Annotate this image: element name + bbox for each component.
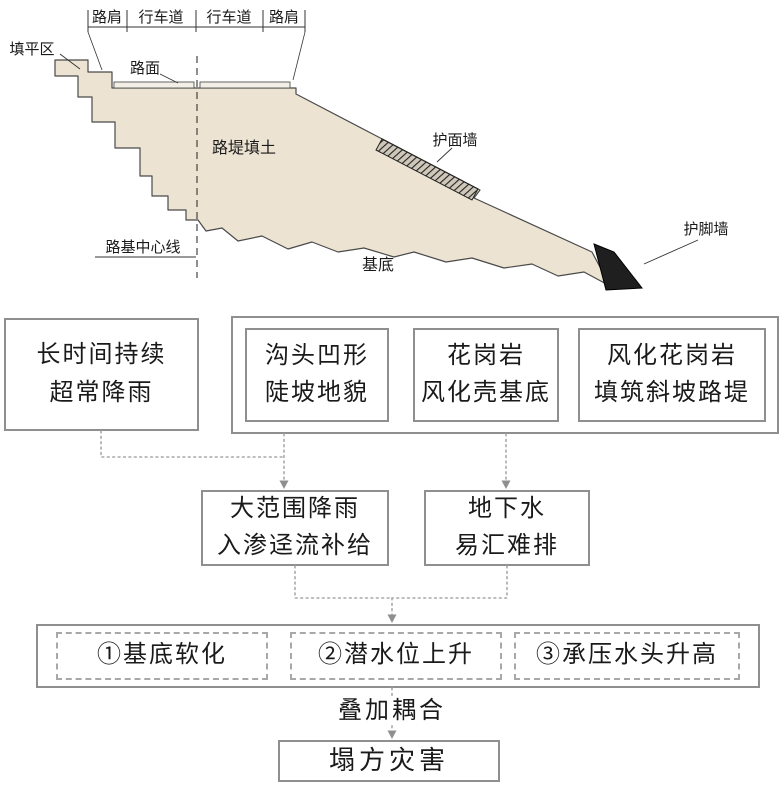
- embankment-fill-shape: [54, 59, 611, 287]
- box-granite-crust-base-line2: 风化壳基底: [421, 380, 551, 406]
- pavement-slab-right: [199, 81, 291, 89]
- arrowhead-infiltration: [279, 480, 289, 489]
- box-groundwater-drainage: 地下水 易汇难排: [424, 490, 590, 566]
- pavement-slab-left: [113, 81, 195, 89]
- box-weathered-granite-embankment-line1: 风化花岗岩: [607, 342, 737, 369]
- dim-label-lane-right: 行车道: [206, 9, 251, 26]
- box-collapse-disaster: 塌方灾害: [278, 740, 500, 782]
- embankment-cross-section: 路肩 行车道 行车道 路肩 填平区 路面 路堤填土 护面墙 护脚墙 路基中心线 …: [9, 9, 729, 291]
- dimension-line: [87, 10, 306, 81]
- collapse-disaster-label: 塌方灾害: [328, 745, 449, 775]
- leader-lines: [59, 53, 699, 265]
- slope-face-wall-shape: [375, 138, 479, 201]
- box-weathered-granite-embankment: 风化花岗岩 填筑斜坡路堤: [578, 328, 766, 422]
- box-rainfall-cause-line2: 超常降雨: [49, 379, 154, 406]
- box-groundwater-drainage-line1: 地下水: [468, 495, 546, 522]
- box-granite-crust-base: 花岗岩 风化壳基底: [413, 328, 559, 422]
- label-fill-leveling-area: 填平区: [9, 41, 54, 58]
- box-rain-infiltration: 大范围降雨 入渗迳流补给: [201, 490, 389, 566]
- coupling-label: 叠加耦合: [322, 697, 462, 725]
- arrow-infiltration-merge: [294, 565, 393, 599]
- label-subgrade-centerline: 路基中心线: [105, 239, 180, 256]
- arrow-groundwater-merge: [391, 565, 508, 599]
- toe-wall-shape: [593, 243, 643, 291]
- label-toe-wall: 护脚墙: [683, 221, 728, 238]
- dim-label-lane-left: 行车道: [138, 9, 183, 26]
- box-groundwater-drainage-line2: 易汇难排: [455, 533, 559, 559]
- dim-label-shoulder-left: 路肩: [92, 9, 122, 26]
- box-rainfall-cause: 长时间持续 超常降雨: [4, 318, 199, 431]
- arrowhead-effects: [387, 614, 397, 623]
- box-effect-phreatic-rise: ②潜水位上升: [290, 632, 502, 680]
- arrowhead-result: [387, 730, 397, 739]
- label-embankment-fill: 路堤填土: [212, 139, 276, 157]
- box-gully-landform-line2: 陡坡地貌: [265, 380, 369, 406]
- box-effect-base-softening: ①基底软化: [56, 632, 268, 680]
- arrowhead-groundwater: [501, 480, 511, 489]
- box-effect-confined-head-rise: ③承压水头升高: [514, 632, 740, 680]
- box-weathered-granite-embankment-line2: 填筑斜坡路堤: [594, 380, 750, 406]
- arrow-rain-to-infiltration: [100, 430, 285, 458]
- effect-confined-head-rise-label: ③承压水头升高: [536, 642, 718, 669]
- box-granite-crust-base-line1: 花岗岩: [447, 342, 525, 369]
- box-gully-landform-line1: 沟头凹形: [265, 342, 369, 369]
- label-pavement: 路面: [130, 60, 160, 77]
- label-slope-face-wall: 护面墙: [432, 132, 477, 149]
- dim-label-shoulder-right: 路肩: [269, 9, 299, 26]
- effect-phreatic-rise-label: ②潜水位上升: [318, 642, 474, 669]
- label-foundation-base: 基底: [362, 256, 394, 274]
- effect-base-softening-label: ①基底软化: [97, 642, 227, 669]
- box-rain-infiltration-line2: 入渗迳流补给: [217, 533, 373, 559]
- box-rainfall-cause-line1: 长时间持续: [36, 342, 167, 369]
- box-gully-landform: 沟头凹形 陡坡地貌: [245, 328, 389, 422]
- box-rain-infiltration-line1: 大范围降雨: [230, 495, 360, 522]
